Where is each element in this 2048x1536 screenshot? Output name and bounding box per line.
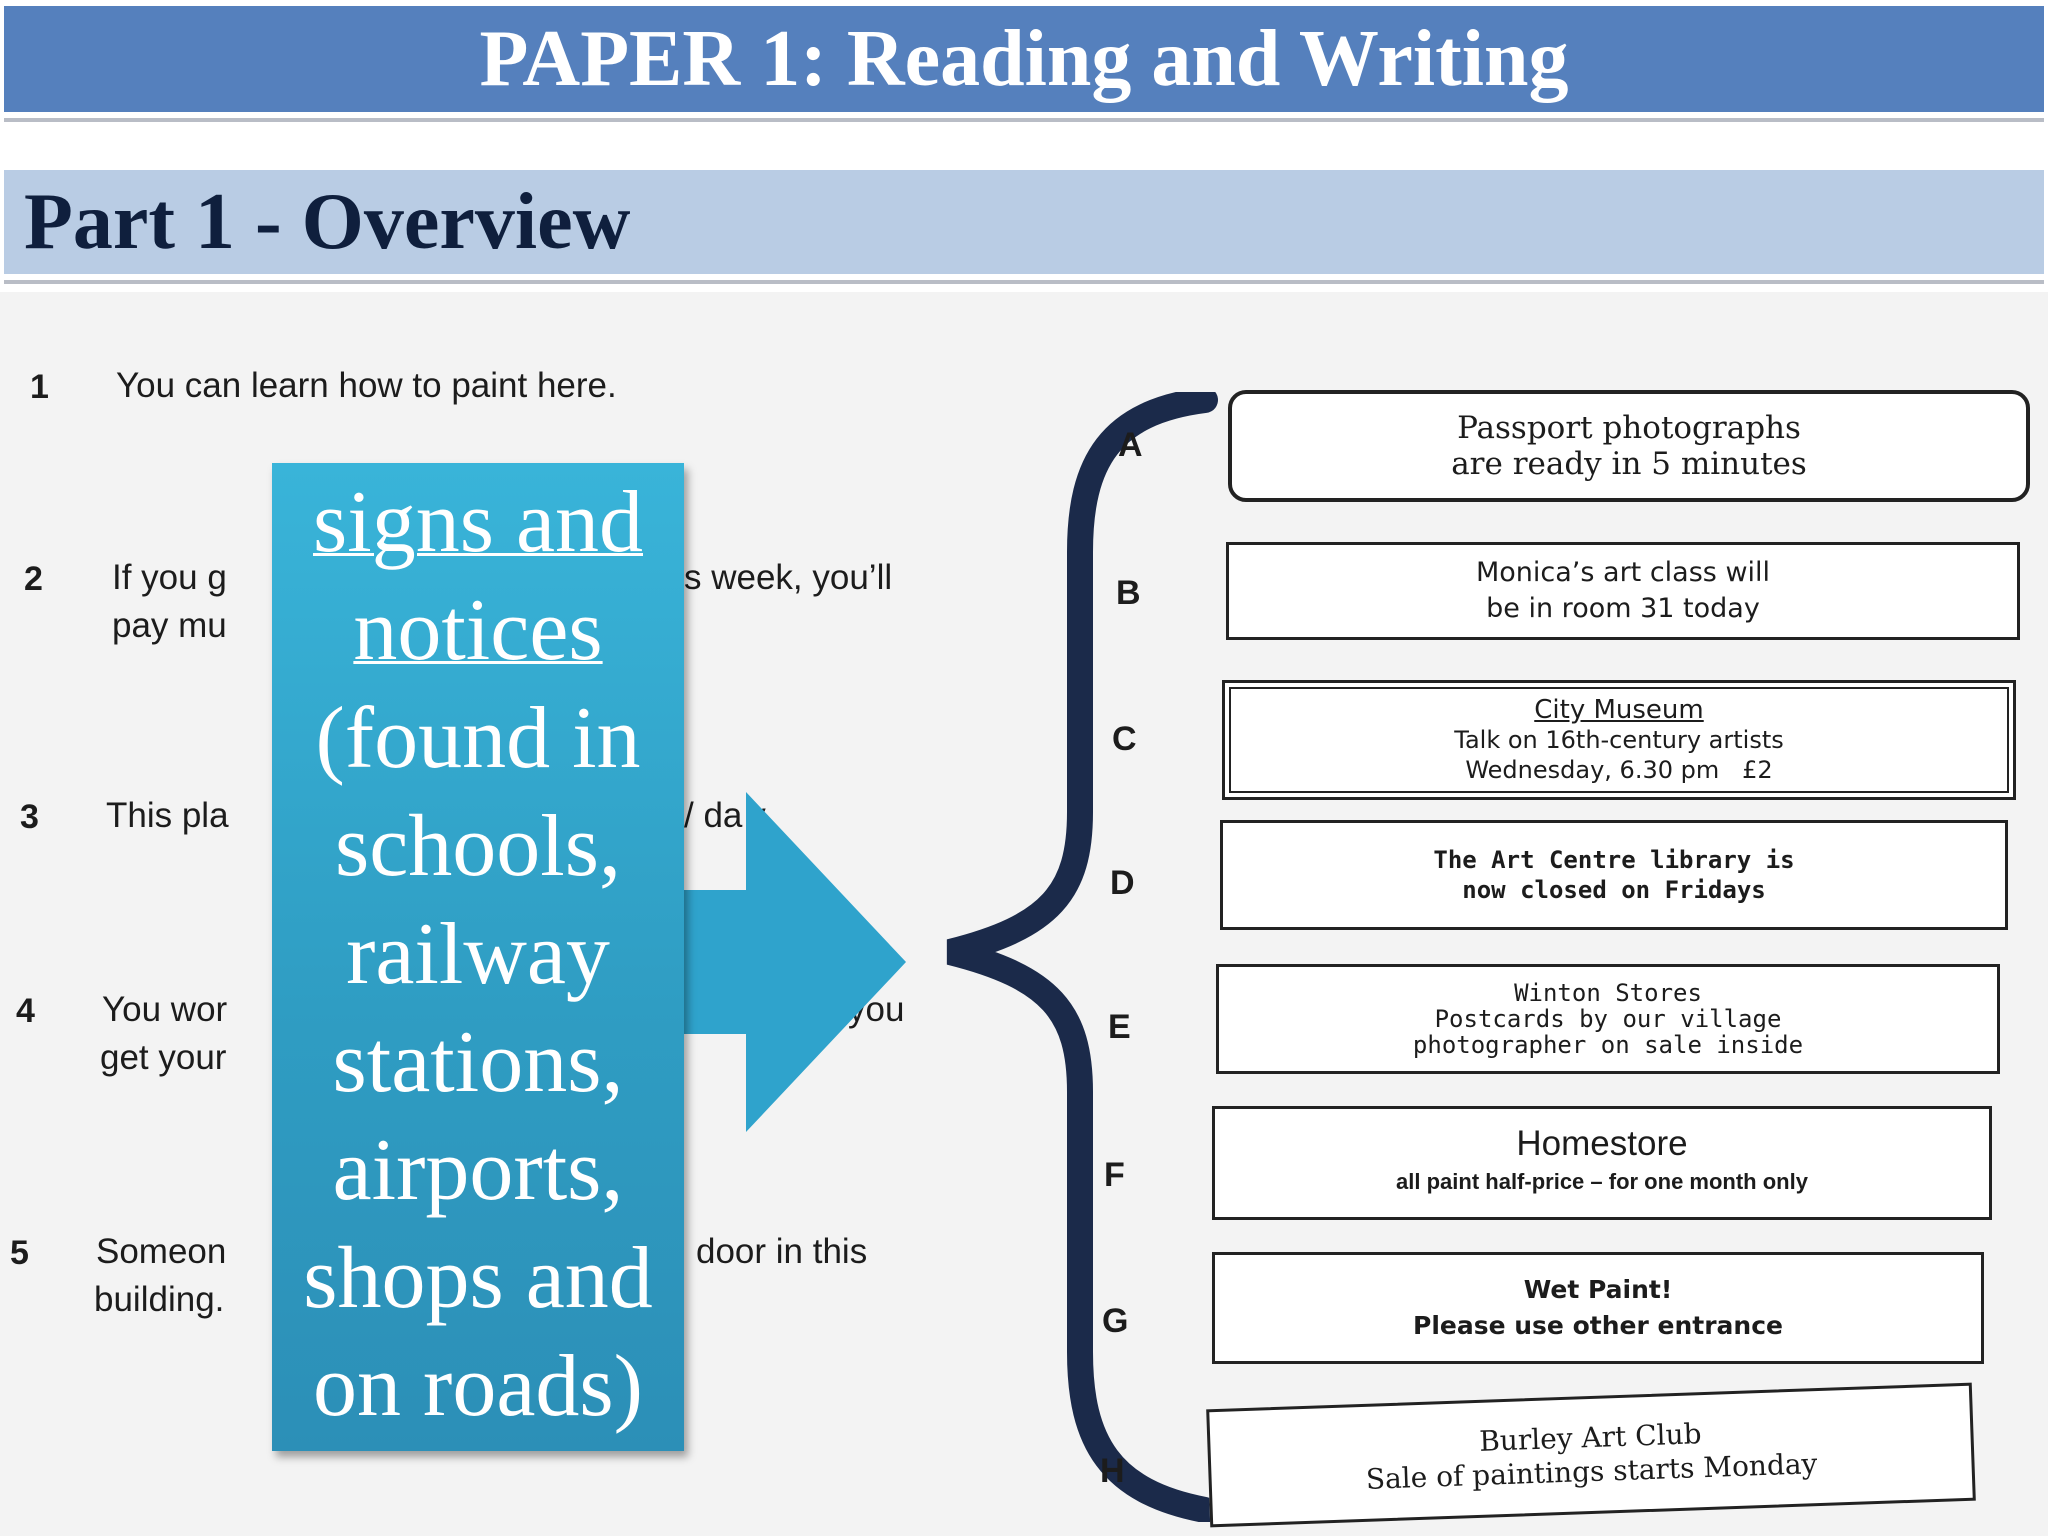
notice-card: Wet Paint! Please use other entrance xyxy=(1212,1252,1984,1364)
question-text: You can learn how to paint here. xyxy=(116,366,617,405)
question-text: s week, you’ll xyxy=(684,558,893,597)
notice-line: Sale of paintings starts Monday xyxy=(1365,1447,1818,1496)
right-arrow-icon xyxy=(660,792,906,1132)
callout-line: shops and xyxy=(303,1230,653,1327)
notice-card: Passport photographs are ready in 5 minu… xyxy=(1228,390,2030,502)
notice-line: Homestore xyxy=(1516,1124,1688,1163)
option-letter: F xyxy=(1104,1156,1125,1194)
slide-title-banner: PAPER 1: Reading and Writing xyxy=(4,6,2044,112)
option-letter: E xyxy=(1108,1008,1131,1046)
option-letter: C xyxy=(1112,720,1137,758)
callout-line: railway xyxy=(346,906,610,1003)
notice-line: Wet Paint! xyxy=(1523,1275,1673,1304)
callout-line: stations, xyxy=(332,1014,624,1111)
notice-line: are ready in 5 minutes xyxy=(1451,446,1807,482)
callout-heading-line: signs and xyxy=(313,474,643,571)
notice-line: photographer on sale inside xyxy=(1412,1031,1804,1059)
callout-line: on roads) xyxy=(313,1338,643,1435)
question-text: building. xyxy=(94,1280,225,1319)
notice-card: City Museum Talk on 16th-century artists… xyxy=(1222,680,2016,800)
exam-page-photo: 1 You can learn how to paint here. 2 If … xyxy=(0,292,2048,1536)
section-title: Part 1 - Overview xyxy=(24,177,631,266)
slide-title: PAPER 1: Reading and Writing xyxy=(479,14,1569,103)
option-letter: H xyxy=(1100,1452,1125,1490)
callout-line: airports, xyxy=(332,1122,624,1219)
notice-line: City Museum xyxy=(1534,695,1704,725)
notice-line: be in room 31 today xyxy=(1486,593,1760,624)
notice-line: The Art Centre library is xyxy=(1433,846,1795,874)
notice-line: all paint half-price – for one month onl… xyxy=(1396,1169,1808,1194)
notice-card: The Art Centre library is now closed on … xyxy=(1220,820,2008,930)
curly-brace-icon xyxy=(946,392,1218,1522)
notice-line: Please use other entrance xyxy=(1413,1311,1783,1340)
notice-card: Burley Art Club Sale of paintings starts… xyxy=(1206,1382,1976,1528)
question-number: 1 xyxy=(30,368,49,406)
question-number: 4 xyxy=(16,992,35,1030)
notice-line: Monica’s art class will xyxy=(1475,557,1771,588)
section-title-banner: Part 1 - Overview xyxy=(4,170,2044,274)
notice-line: Talk on 16th-century artists xyxy=(1454,726,1784,754)
question-text: pay mu xyxy=(112,606,227,645)
notice-line: Postcards by our village xyxy=(1434,1005,1782,1033)
title-divider xyxy=(4,118,2044,122)
question-text: You wor xyxy=(102,990,228,1029)
option-letter: D xyxy=(1110,864,1135,902)
callout-line: schools, xyxy=(335,798,621,895)
notice-line: Passport photographs xyxy=(1457,410,1801,446)
callout-heading-line: notices xyxy=(353,582,603,679)
callout-line: (found in xyxy=(315,690,641,787)
option-letter: A xyxy=(1118,426,1143,464)
question-number: 2 xyxy=(24,560,43,598)
question-text: get your xyxy=(100,1038,227,1077)
notice-card: Homestore all paint half-price – for one… xyxy=(1212,1106,1992,1220)
notice-card: Monica’s art class will be in room 31 to… xyxy=(1226,542,2020,640)
question-text: door in this xyxy=(696,1232,868,1271)
notice-line: Wednesday, 6.30 pm £2 xyxy=(1465,756,1773,784)
option-letter: B xyxy=(1116,574,1141,612)
question-text: If you g xyxy=(112,558,227,597)
question-text: Someon xyxy=(96,1232,227,1271)
question-text: This pla xyxy=(106,796,229,835)
option-letter: G xyxy=(1102,1302,1129,1340)
question-number: 3 xyxy=(20,798,39,836)
notice-line: Winton Stores xyxy=(1514,979,1702,1007)
question-number: 5 xyxy=(10,1234,29,1272)
signs-and-notices-callout: signs and notices (found in schools, rai… xyxy=(272,463,684,1451)
section-divider xyxy=(4,280,2044,284)
notice-line: now closed on Fridays xyxy=(1462,876,1766,904)
notice-card: Winton Stores Postcards by our village p… xyxy=(1216,964,2000,1074)
